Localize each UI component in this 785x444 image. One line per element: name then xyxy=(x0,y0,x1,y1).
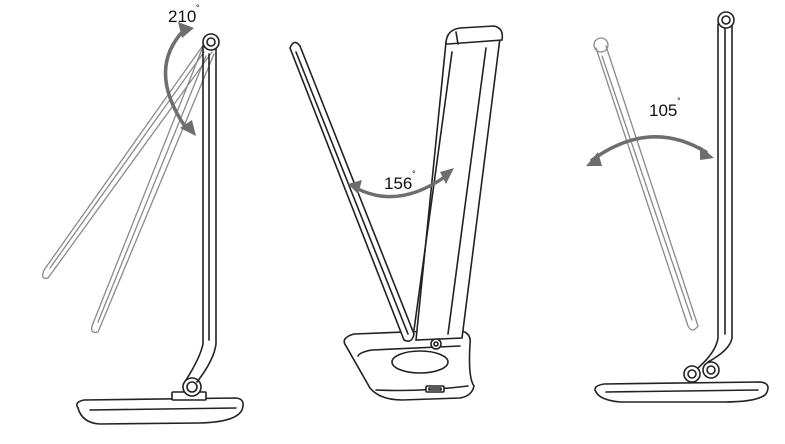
angle-label-head-rotation: 210 xyxy=(168,7,197,26)
lamp-figure-arm-fold xyxy=(289,25,504,401)
degree-mark: ° xyxy=(412,169,416,179)
lamp-arm-inner xyxy=(196,45,217,383)
lamp-figure-head-rotation xyxy=(42,22,244,425)
ghost-arm-tilted xyxy=(593,37,699,331)
lamp-base xyxy=(343,329,475,401)
lamp-arm-outer xyxy=(185,45,204,381)
rotation-arrow-icon xyxy=(586,135,714,166)
angle-label-tilt: 105 xyxy=(649,101,678,120)
rotation-arrow-icon xyxy=(348,168,454,199)
lamp-arm-inner xyxy=(707,23,733,363)
ghost-arm-position-b xyxy=(90,43,215,334)
touch-button-icon xyxy=(430,338,442,350)
usb-port-icon xyxy=(425,385,445,393)
lamp-head-joint xyxy=(717,11,735,29)
lamp-pivot xyxy=(683,361,720,383)
rotation-arrow-icon xyxy=(163,22,196,136)
lamp-head-cap xyxy=(445,25,504,45)
lamp-head-joint xyxy=(202,33,220,51)
degree-mark: ° xyxy=(677,96,681,106)
degree-mark: ° xyxy=(196,3,200,13)
lamp-arm-diagonal xyxy=(289,41,415,342)
lamp-figure-tilt xyxy=(586,11,769,403)
lamp-base xyxy=(594,381,769,403)
lamp-base xyxy=(76,391,244,425)
lamp-arm-outer xyxy=(697,23,719,369)
ghost-arm-position-a xyxy=(42,43,213,279)
angle-label-arm-fold: 156 xyxy=(384,174,413,193)
